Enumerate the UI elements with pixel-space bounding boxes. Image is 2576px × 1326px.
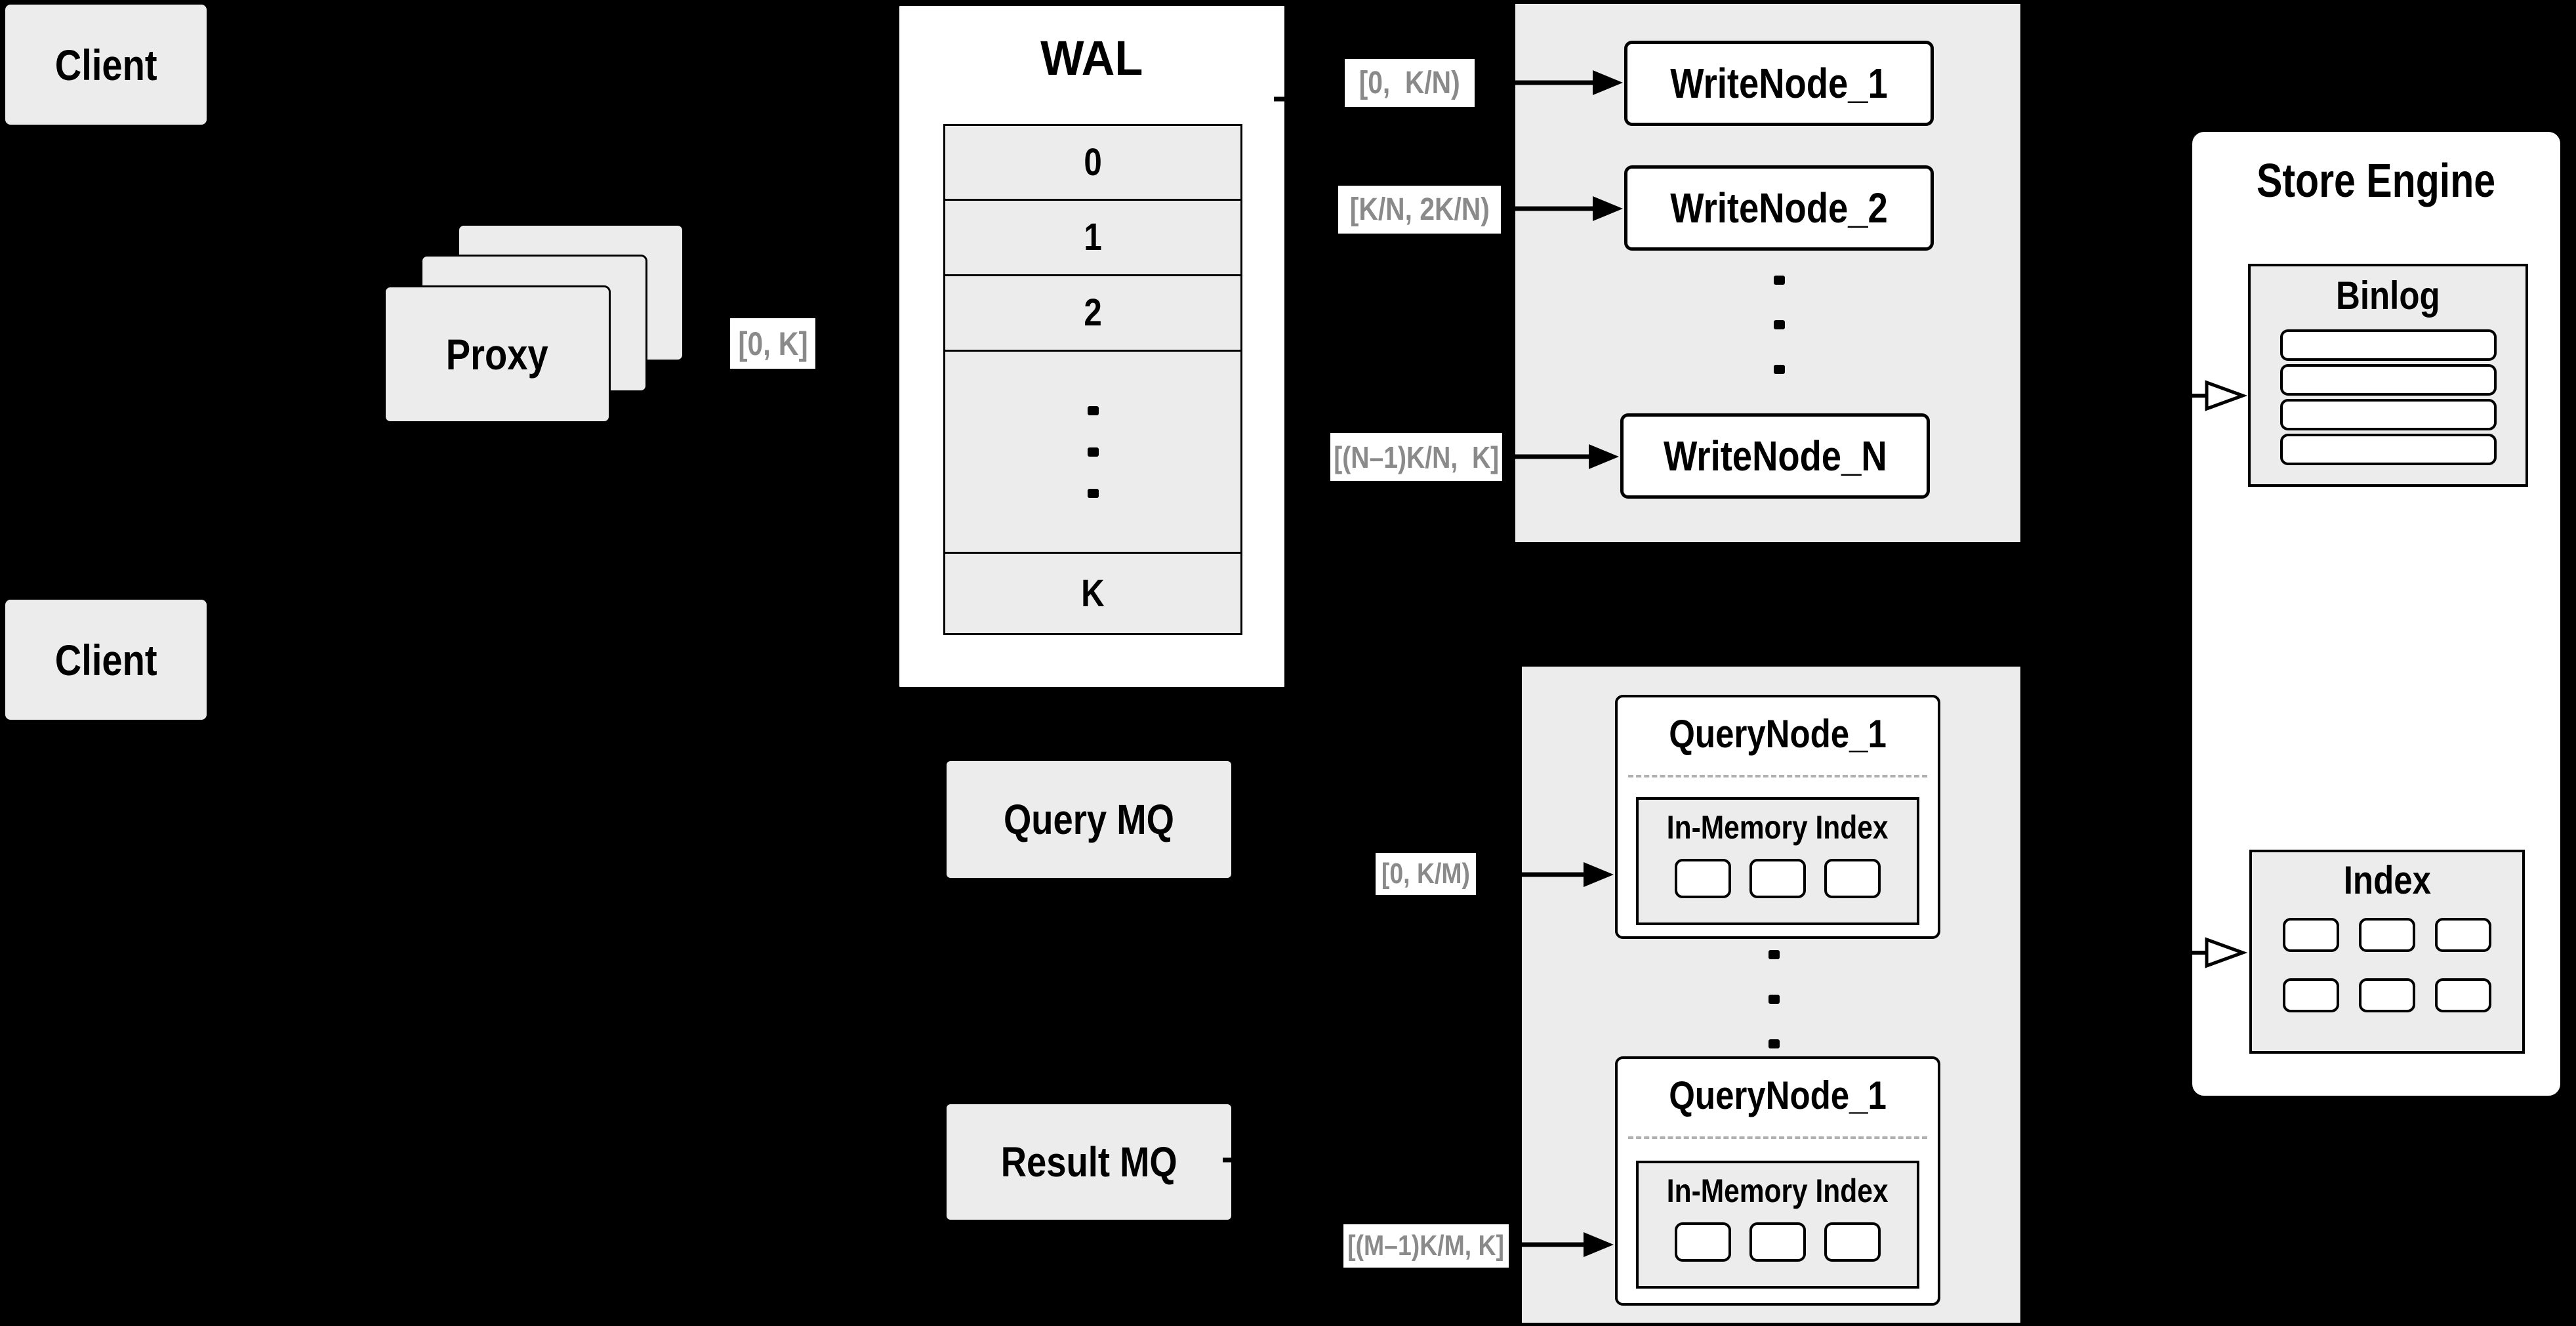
segment-chip <box>1749 1222 1806 1262</box>
range-label-query-1: [0, K/M) <box>1376 853 1476 895</box>
segment-chip <box>1675 859 1731 898</box>
wal-row-2: 2 <box>945 276 1240 352</box>
ellipsis-dot <box>1768 1039 1780 1048</box>
write-node-n-label: WriteNode_N <box>1663 432 1887 480</box>
range-label-write-n-text: [(N–1)K/N, K] <box>1334 440 1500 474</box>
wal-row-1: 1 <box>945 201 1240 276</box>
range-label-proxy-out: [0, K] <box>730 318 815 369</box>
range-label-write-2: [K/N, 2K/N) <box>1338 186 1501 234</box>
ellipsis-dot <box>1773 320 1785 329</box>
range-label-query-m-text: [(M–1)K/M, K] <box>1347 1230 1505 1262</box>
query-mq-box: Query MQ <box>947 761 1231 878</box>
index-chip <box>2283 918 2339 952</box>
range-label-write-n: [(N–1)K/N, K] <box>1330 433 1502 481</box>
binlog-header: Binlog <box>2251 266 2525 325</box>
store-engine-title: Store Engine <box>2257 155 2496 207</box>
in-memory-index-box-top: In-Memory Index <box>1636 797 1919 925</box>
in-memory-index-box-bottom: In-Memory Index <box>1636 1161 1919 1289</box>
query-node-top-box: QueryNode_1 In-Memory Index <box>1615 695 1940 939</box>
ellipsis-dot <box>1773 276 1785 285</box>
query-node-bottom-title: QueryNode_1 <box>1669 1073 1887 1117</box>
result-mq-box: Result MQ <box>947 1104 1231 1220</box>
segment-chip-row <box>1639 1222 1917 1262</box>
ellipsis-dot <box>1087 488 1099 498</box>
index-chip <box>2435 978 2491 1012</box>
wal-segment-table: 0 1 2 K <box>943 124 1242 635</box>
index-label: Index <box>2343 858 2431 902</box>
query-node-top-header: QueryNode_1 <box>1618 697 1938 771</box>
write-nodes-ellipsis <box>1768 276 1789 374</box>
proxy-card-front: Proxy <box>384 285 611 423</box>
write-node-1-label: WriteNode_1 <box>1670 60 1888 107</box>
binlog-row <box>2280 329 2497 361</box>
binlog-box: Binlog <box>2248 264 2528 487</box>
client-top-label: Client <box>54 40 157 89</box>
index-chip-row <box>2252 978 2522 1012</box>
index-chip <box>2435 918 2491 952</box>
wal-ellipsis-dots <box>1087 405 1099 498</box>
segment-chip <box>1824 1222 1881 1262</box>
write-node-n-box: WriteNode_N <box>1620 413 1930 499</box>
query-nodes-ellipsis <box>1763 950 1784 1048</box>
ellipsis-dot <box>1768 950 1780 959</box>
wal-row-2-label: 2 <box>1084 291 1102 334</box>
ellipsis-dot <box>1087 405 1099 415</box>
wal-header: WAL <box>899 6 1284 111</box>
wal-row-k-label: K <box>1081 571 1105 615</box>
segment-chip <box>1675 1222 1731 1262</box>
write-node-1-box: WriteNode_1 <box>1624 41 1934 126</box>
segment-chip <box>1749 859 1806 898</box>
wal-title: WAL <box>1040 31 1143 85</box>
binlog-rows <box>2251 329 2525 465</box>
binlog-label: Binlog <box>2336 274 2440 318</box>
segment-chip <box>1824 859 1881 898</box>
query-node-bottom-separator <box>1628 1136 1927 1139</box>
query-node-bottom-box: QueryNode_1 In-Memory Index <box>1615 1056 1940 1306</box>
wal-row-0-label: 0 <box>1084 140 1102 184</box>
binlog-row <box>2280 364 2497 396</box>
in-memory-index-header: In-Memory Index <box>1639 800 1917 855</box>
wal-row-k: K <box>945 554 1240 633</box>
client-bottom-label: Client <box>54 635 157 684</box>
in-memory-index-label: In-Memory Index <box>1667 1172 1889 1209</box>
write-node-2-label: WriteNode_2 <box>1670 184 1888 232</box>
binlog-row <box>2280 399 2497 430</box>
binlog-row <box>2280 434 2497 465</box>
query-node-bottom-header: QueryNode_1 <box>1618 1059 1938 1132</box>
range-label-proxy-out-text: [0, K] <box>737 325 808 362</box>
result-mq-label: Result MQ <box>1000 1138 1177 1186</box>
ellipsis-dot <box>1768 995 1780 1004</box>
index-header: Index <box>2252 852 2522 909</box>
segment-chip-row <box>1639 859 1917 898</box>
index-box: Index <box>2249 850 2525 1054</box>
ellipsis-dot <box>1773 365 1785 374</box>
proxy-label: Proxy <box>446 330 548 379</box>
wal-row-1-label: 1 <box>1084 216 1102 259</box>
index-chip-row <box>2252 918 2522 952</box>
wal-row-0: 0 <box>945 126 1240 201</box>
range-label-query-1-text: [0, K/M) <box>1381 858 1471 890</box>
range-label-query-m: [(M–1)K/M, K] <box>1343 1224 1509 1268</box>
query-node-top-title: QueryNode_1 <box>1669 712 1887 756</box>
wal-row-ellipsis <box>945 352 1240 554</box>
range-label-write-1: [0, K/N) <box>1345 59 1475 107</box>
store-engine-header: Store Engine <box>2192 132 2560 230</box>
range-label-write-1-text: [0, K/N) <box>1359 65 1461 100</box>
index-chip <box>2359 978 2415 1012</box>
in-memory-index-header: In-Memory Index <box>1639 1163 1917 1218</box>
ellipsis-dot <box>1087 447 1099 457</box>
in-memory-index-label: In-Memory Index <box>1667 809 1889 846</box>
client-top-box: Client <box>5 5 207 125</box>
index-chip <box>2283 978 2339 1012</box>
client-bottom-box: Client <box>5 600 207 720</box>
write-node-2-box: WriteNode_2 <box>1624 165 1934 251</box>
range-label-write-2-text: [K/N, 2K/N) <box>1349 192 1490 227</box>
query-mq-label: Query MQ <box>1004 796 1174 843</box>
index-chip <box>2359 918 2415 952</box>
query-node-top-separator <box>1628 775 1927 777</box>
